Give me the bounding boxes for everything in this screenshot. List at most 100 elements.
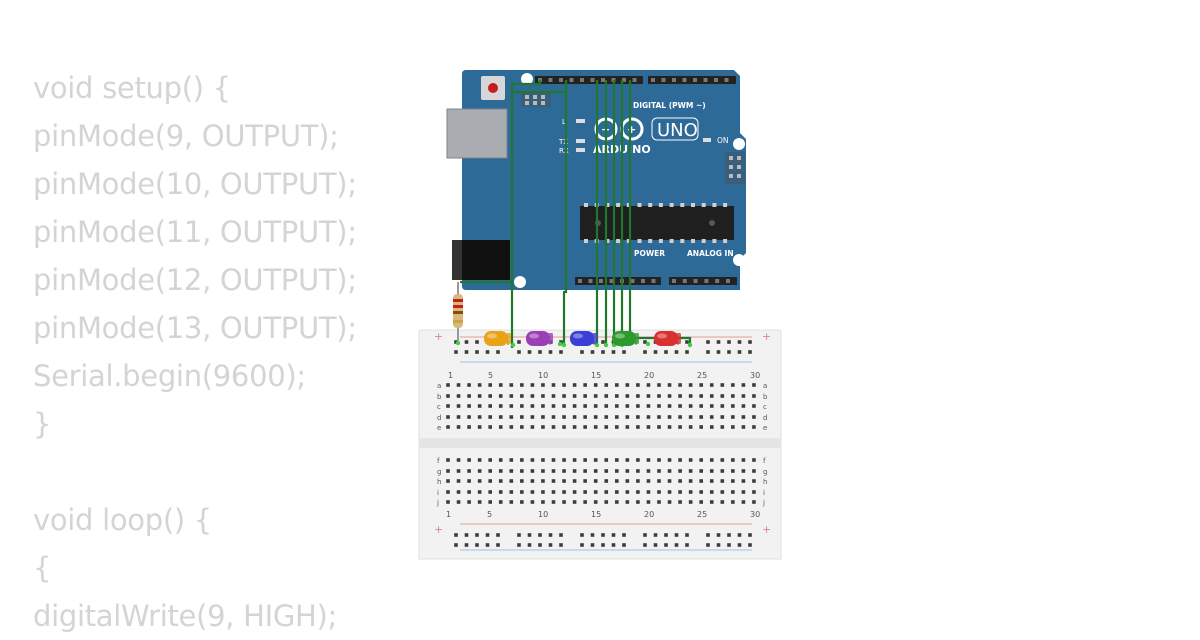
header-pin <box>661 78 666 82</box>
breadboard-hole <box>625 425 630 429</box>
led-flange <box>634 333 639 344</box>
breadboard-hole <box>562 500 566 504</box>
power-label: POWER <box>634 249 665 258</box>
breadboard-hole <box>678 469 682 473</box>
breadboard-hole <box>477 469 482 473</box>
breadboard-hole <box>604 394 609 398</box>
breadboard-hole <box>688 479 693 483</box>
breadboard-hole <box>509 469 514 473</box>
chip-pin <box>680 239 685 243</box>
rail-hole <box>538 350 542 354</box>
header-pin <box>622 78 626 82</box>
code-line: pinMode(13, OUTPUT); <box>33 311 357 345</box>
breadboard-hole <box>699 383 703 387</box>
rail-hole <box>538 543 542 547</box>
breadboard-hole <box>709 500 714 504</box>
rail-hole <box>748 350 752 354</box>
breadboard-hole <box>467 394 471 398</box>
analog-header <box>669 277 737 285</box>
breadboard-hole <box>583 425 587 429</box>
resistor[interactable] <box>453 282 463 342</box>
breadboard-hole <box>709 394 714 398</box>
resistor-band <box>453 320 463 323</box>
chip-pin <box>691 239 695 243</box>
breadboard-hole <box>498 415 503 419</box>
header-pin <box>672 279 676 283</box>
breadboard-hole <box>636 394 640 398</box>
column-number: 15 <box>591 371 601 380</box>
breadboard-hole <box>498 383 503 387</box>
header-pin <box>601 78 605 82</box>
breadboard-hole <box>520 469 524 473</box>
breadboard-hole <box>477 415 482 419</box>
breadboard-hole <box>741 490 746 494</box>
breadboard-hole <box>551 490 556 494</box>
header-pin <box>726 279 730 283</box>
led[interactable] <box>654 331 681 346</box>
rail-hole <box>590 543 595 547</box>
wire-endpoint <box>510 342 516 348</box>
breadboard-hole <box>456 490 461 494</box>
breadboard-hole <box>678 394 682 398</box>
breadboard-hole <box>646 500 651 504</box>
breadboard-hole <box>541 479 545 483</box>
chip-pin <box>637 239 642 243</box>
rail-hole <box>475 340 479 344</box>
breadboard-hole <box>593 404 598 408</box>
breadboard-hole <box>699 458 703 462</box>
breadboard-hole <box>667 490 672 494</box>
breadboard[interactable]: + + + + 1 5 10 15 20 25 30 1 5 10 15 20 … <box>418 329 782 560</box>
breadboard-hole <box>720 425 725 429</box>
column-numbers-top: 1 5 10 15 20 25 30 <box>448 371 760 380</box>
breadboard-hole <box>520 425 524 429</box>
led[interactable] <box>570 331 597 346</box>
led[interactable] <box>612 331 639 346</box>
breadboard-hole <box>551 458 556 462</box>
breadboard-hole <box>604 415 609 419</box>
rail-hole <box>580 533 584 537</box>
row-letter: h <box>763 478 767 486</box>
code-editor-panel[interactable]: void setup() { pinMode(9, OUTPUT); pinMo… <box>33 64 413 640</box>
arduino-uno-board[interactable]: DIGITAL (PWM ~) ANALOG IN POWER ON L TX … <box>446 70 746 290</box>
rail-hole <box>580 543 584 547</box>
header-pin <box>632 78 637 82</box>
breadboard-hole <box>572 469 577 473</box>
code-line: } <box>33 407 52 441</box>
breadboard-hole <box>498 490 503 494</box>
breadboard-hole <box>551 383 556 387</box>
led[interactable] <box>484 331 511 346</box>
row-letter: e <box>437 424 441 432</box>
led[interactable] <box>526 331 553 346</box>
breadboard-hole <box>709 469 714 473</box>
wire-endpoint <box>561 342 567 348</box>
column-numbers-bottom: 1 5 10 15 20 25 30 <box>446 510 760 519</box>
leds[interactable] <box>484 331 681 346</box>
breadboard-hole <box>752 500 756 504</box>
breadboard-hole <box>541 415 545 419</box>
rail-hole <box>559 543 563 547</box>
breadboard-hole <box>541 383 545 387</box>
breadboard-hole <box>541 469 545 473</box>
row-letters: a b c d e a b c d e f g h i j f g h i j <box>436 382 768 507</box>
code-line: Serial.begin(9600); <box>33 359 306 393</box>
breadboard-hole <box>657 383 661 387</box>
breadboard-hole <box>477 500 482 504</box>
chip-pin <box>712 239 717 243</box>
breadboard-hole <box>562 469 566 473</box>
reset-button-cap[interactable] <box>488 83 498 93</box>
breadboard-hole <box>488 500 492 504</box>
breadboard-hole <box>720 415 725 419</box>
breadboard-hole <box>709 458 714 462</box>
breadboard-hole <box>657 469 661 473</box>
breadboard-hole <box>593 500 598 504</box>
header-pin <box>703 78 708 82</box>
breadboard-hole <box>477 458 482 462</box>
jumper-wire <box>562 80 568 345</box>
header-pin <box>580 78 584 82</box>
breadboard-hole <box>625 469 630 473</box>
header-pins <box>538 78 730 283</box>
icsp-2-pins <box>729 156 741 178</box>
breadboard-hole <box>498 479 503 483</box>
breadboard-hole <box>678 415 682 419</box>
